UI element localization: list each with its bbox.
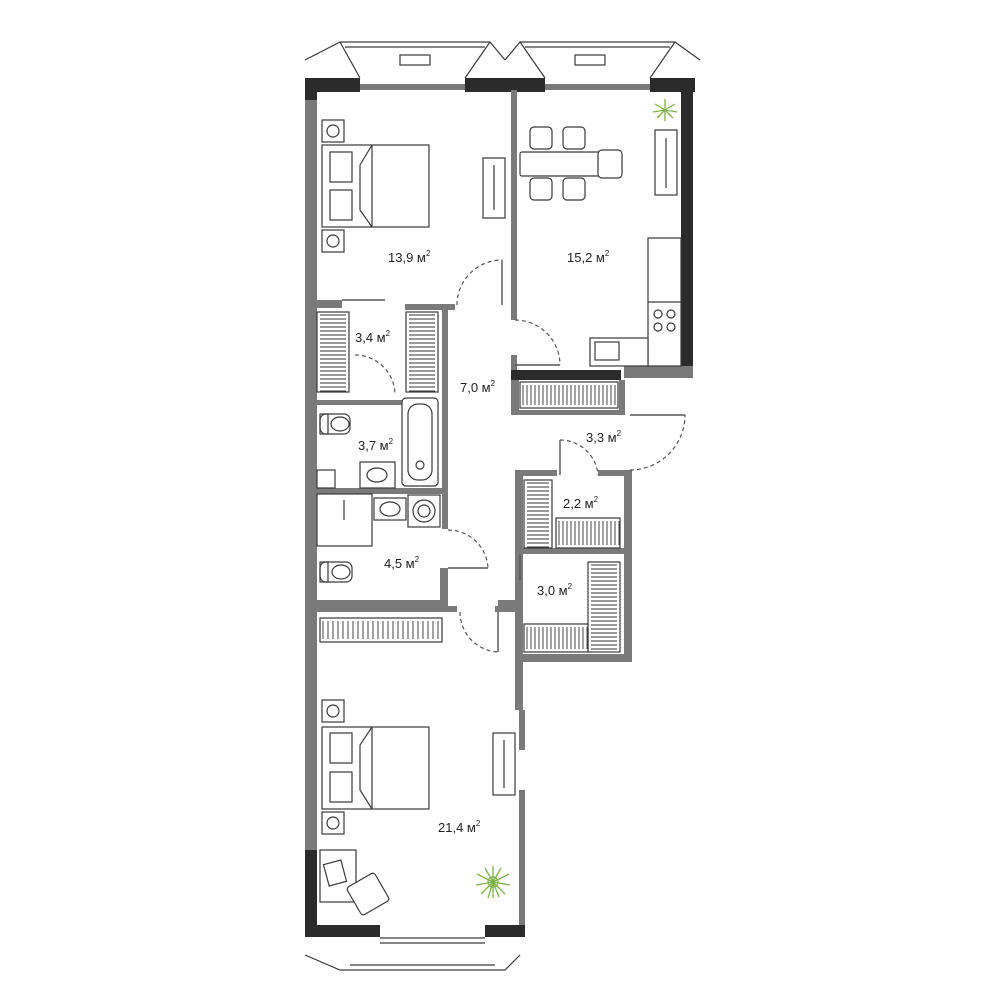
wardrobe-hatch bbox=[322, 621, 439, 639]
area-label-bedroom-2: 21,4 м2 bbox=[438, 819, 481, 835]
bathroom-fixtures bbox=[316, 397, 441, 583]
area-label-corridor: 3,3 м2 bbox=[586, 429, 622, 445]
wardrobe-hatch bbox=[527, 482, 549, 548]
bedroom-1-furniture bbox=[321, 119, 506, 253]
area-label-wardrobe-1: 3,4 м2 bbox=[355, 329, 391, 345]
wardrobes bbox=[316, 311, 621, 653]
wardrobe-hatch bbox=[409, 314, 435, 392]
wardrobe-hatch bbox=[526, 627, 588, 649]
area-label-kitchen-living: 15,2 м2 bbox=[567, 249, 610, 265]
bedroom-2-furniture bbox=[319, 699, 516, 916]
area-label-hall: 7,0 м2 bbox=[460, 379, 496, 395]
bottom-window-bay bbox=[304, 937, 521, 971]
wardrobe-hatch bbox=[591, 564, 617, 650]
area-label-wardrobe-2: 3,0 м2 bbox=[537, 582, 573, 598]
area-labels: 13,9 м2 15,2 м2 3,4 м2 7,0 м2 3,7 м2 3,3… bbox=[355, 249, 622, 835]
area-label-bathroom: 3,7 м2 bbox=[358, 437, 394, 453]
wardrobe-hatch bbox=[558, 521, 620, 545]
wardrobe-hatch bbox=[522, 385, 616, 405]
wardrobe-hatch bbox=[320, 314, 346, 392]
area-label-bedroom-1: 13,9 м2 bbox=[388, 249, 431, 265]
kitchen-furniture bbox=[519, 99, 682, 367]
area-label-storage: 2,2 м2 bbox=[563, 495, 599, 511]
walls bbox=[305, 78, 695, 937]
doors bbox=[342, 259, 686, 653]
area-label-bathroom-2: 4,5 м2 bbox=[384, 555, 420, 571]
top-window-bays bbox=[304, 41, 701, 79]
